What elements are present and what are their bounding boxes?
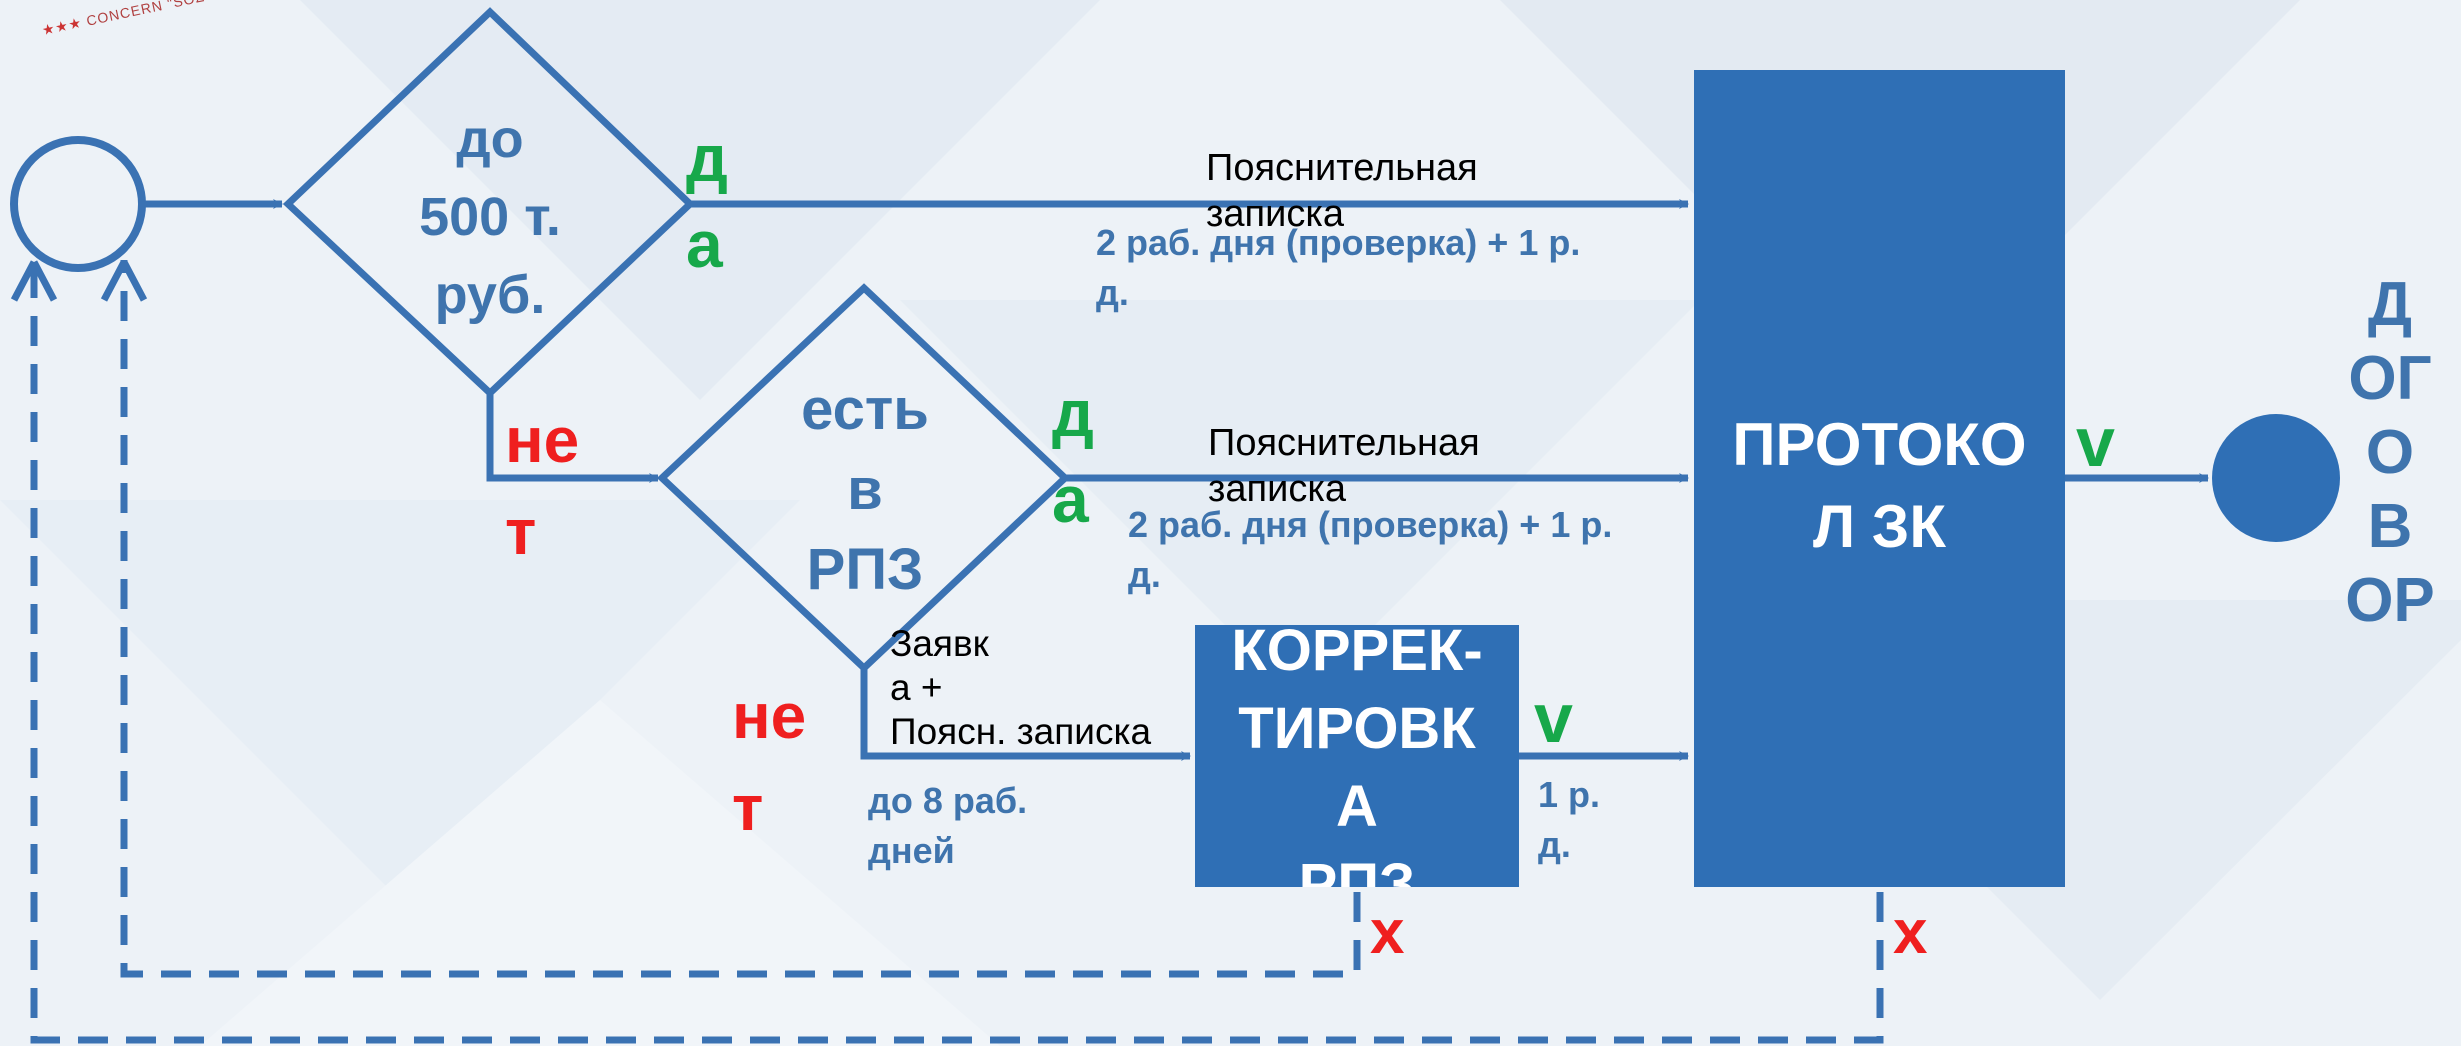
korrektirovka-label: КОРРЕК- ТИРОВК А РПЗ [1231, 618, 1483, 887]
edge-top-time: 2 раб. дня (проверка) + 1 р. д. [1096, 222, 1581, 313]
feedback-arrowhead-2 [10, 260, 58, 302]
edge-top-label: Пояснительная записка [1206, 147, 1478, 235]
protocol-box [1694, 70, 2065, 887]
end-node [2212, 414, 2340, 542]
feedback-loop-korr [120, 260, 1361, 978]
edge-mid-time: 2 раб. дня (проверка) + 1 р. д. [1128, 504, 1613, 595]
arrow-d2-no [860, 665, 1191, 761]
start-node [10, 136, 146, 272]
korr-reject-mark: x [1370, 898, 1405, 967]
korr-approved-mark: v [1534, 679, 1573, 757]
feedback-arrowhead-1 [100, 260, 148, 302]
decision-2-no-label: не т [732, 680, 807, 844]
decision-1-no-label: не т [505, 404, 580, 568]
end-label: Д ОГ О В ОР [2345, 270, 2435, 635]
feedback-loop-protocol [30, 260, 1884, 1044]
arrow-d1-no [486, 390, 659, 483]
decision-diamond-2 [656, 283, 1071, 673]
decision-1-label: до 500 т. руб. [419, 109, 561, 325]
protocol-label: ПРОТОКО Л ЗК [1732, 411, 2027, 560]
decision-diamond-1 [282, 7, 696, 398]
decision-2-yes-label: д а [1052, 376, 1094, 536]
edge-bottom-label: Заявк а + Поясн. записка [890, 623, 1152, 752]
edge-bottom-time: до 8 раб. дней [868, 780, 1028, 871]
decision-2-label: есть в РПЗ [801, 377, 929, 602]
edge-mid-label: Пояснительная записка [1208, 422, 1480, 510]
korrektirovka-box [1195, 625, 1519, 887]
protocol-reject-mark: x [1893, 898, 1928, 967]
edge-korr-time: 1 р. д. [1538, 774, 1601, 865]
protocol-approved-mark: v [2076, 403, 2115, 481]
decision-1-yes-label: д а [686, 121, 728, 281]
